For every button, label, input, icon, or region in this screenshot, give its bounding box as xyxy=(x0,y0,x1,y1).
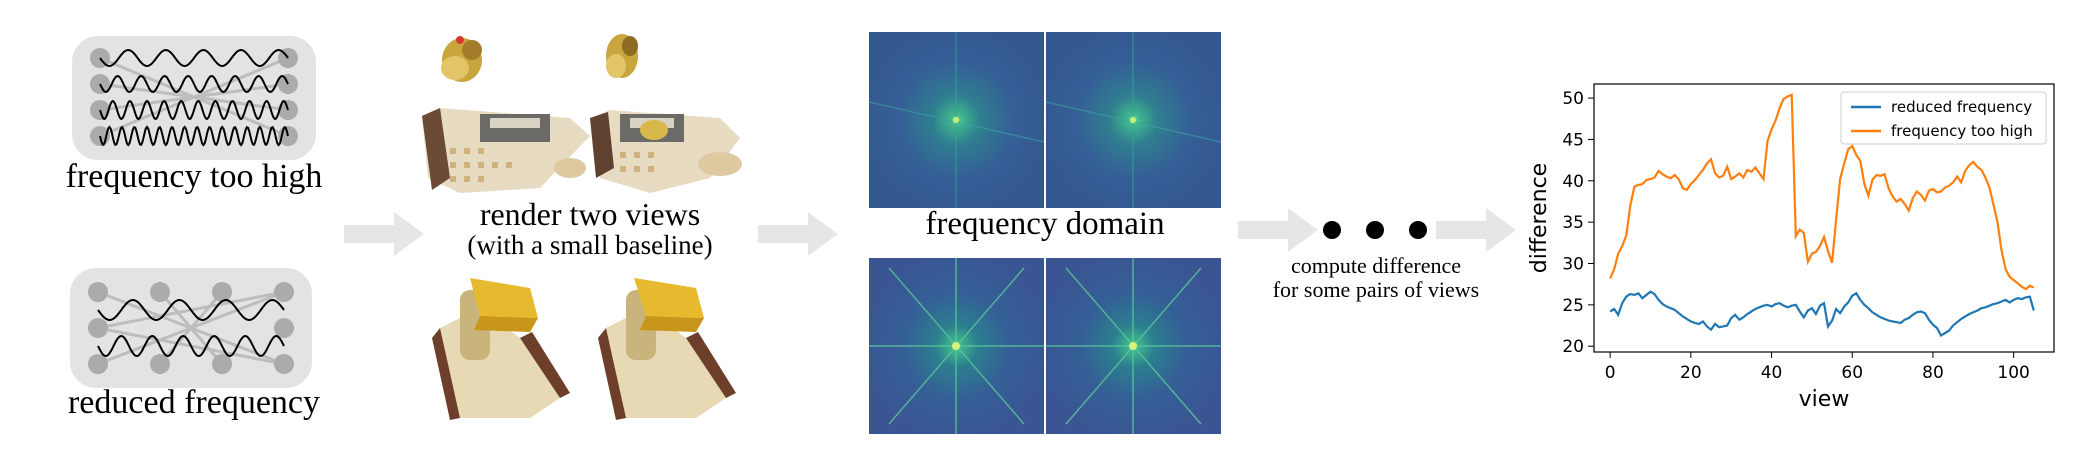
network-reduced-caption: reduced frequency xyxy=(67,384,320,421)
render-views-scene xyxy=(422,34,742,193)
rendered-lego-right xyxy=(590,110,742,193)
x-tick-label: 60 xyxy=(1841,363,1863,383)
series-line-frequency-too-high xyxy=(1609,93,2035,291)
rendered-plant-left xyxy=(441,36,482,82)
compute-caption-line2: for some pairs of views xyxy=(1272,277,1480,302)
ellipsis-icon xyxy=(1323,221,1427,239)
y-tick-label: 25 xyxy=(1562,296,1584,316)
network-high-caption: frequency too high xyxy=(65,158,323,195)
arrow-right-icon xyxy=(1436,208,1516,252)
legend-label-high: frequency too high xyxy=(1891,122,2033,140)
rendered-chair-right xyxy=(598,278,736,420)
rendered-plant-right xyxy=(606,34,638,78)
arrow-right-icon xyxy=(1238,208,1318,252)
spectrum-top xyxy=(869,32,1221,208)
spectrum-bottom xyxy=(869,258,1221,434)
y-tick-label: 20 xyxy=(1562,337,1584,357)
rendered-lego-left xyxy=(422,108,590,193)
x-tick-label: 40 xyxy=(1761,363,1783,383)
y-tick-label: 50 xyxy=(1562,89,1584,109)
y-tick-label: 45 xyxy=(1562,130,1584,150)
network-reduced-frequency-diagram xyxy=(88,282,294,374)
x-tick-label: 0 xyxy=(1605,363,1616,383)
x-tick-label: 80 xyxy=(1922,363,1944,383)
difference-chart: 20 25 30 35 40 45 50 0 20 40 60 80 100 view differe… xyxy=(1527,83,2055,410)
compute-caption-line1: compute difference xyxy=(1290,253,1461,278)
spectrum-caption: frequency domain xyxy=(925,206,1165,242)
y-tick-label: 35 xyxy=(1562,213,1584,233)
network-high-frequency xyxy=(72,36,316,160)
arrow-right-icon xyxy=(758,212,838,256)
x-tick-label: 100 xyxy=(1997,363,2029,383)
rendered-chair-left xyxy=(432,278,570,420)
x-tick-label: 20 xyxy=(1680,363,1702,383)
y-axis-label: difference xyxy=(1527,163,1552,273)
arrow-right-icon xyxy=(344,212,424,256)
legend: reduced frequency frequency too high xyxy=(1840,91,2047,145)
network-reduced-frequency xyxy=(70,268,312,388)
render-caption-line1: render two views xyxy=(479,196,701,232)
render-views-chair xyxy=(432,278,736,420)
y-tick-label: 30 xyxy=(1562,254,1584,274)
series-line-reduced-frequency xyxy=(1609,290,2035,338)
legend-label-reduced: reduced frequency xyxy=(1891,98,2032,116)
network-high-frequency-diagram xyxy=(90,48,298,147)
y-tick-label: 40 xyxy=(1562,172,1584,192)
render-caption-line2: (with a small baseline) xyxy=(467,230,713,260)
x-axis-label: view xyxy=(1799,387,1850,410)
plot-area xyxy=(1593,83,2055,353)
